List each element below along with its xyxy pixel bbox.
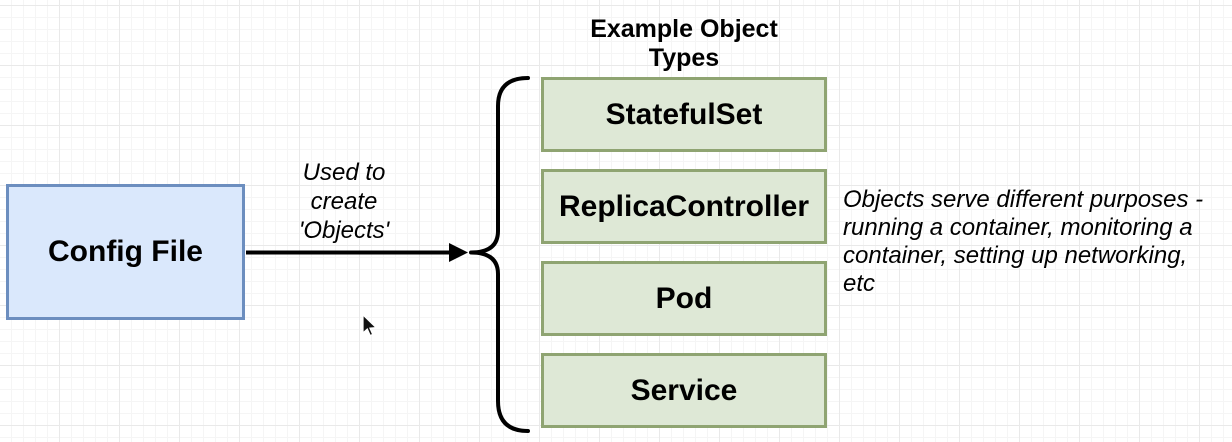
annotation-text: Objects serve different purposes - runni… [843, 186, 1204, 297]
object-type-label: Service [630, 373, 738, 407]
object-type-node-service[interactable]: Service [541, 353, 827, 428]
config-file-label: Config File [48, 235, 203, 268]
arrow-connector [246, 243, 468, 262]
arrow-head-icon [449, 243, 468, 262]
config-file-node[interactable]: Config File [6, 184, 245, 320]
mouse-cursor-icon [362, 313, 378, 337]
object-type-node-pod[interactable]: Pod [541, 261, 827, 336]
object-types-title: Example Object Types [590, 15, 778, 72]
curly-brace-icon [469, 76, 530, 433]
object-type-node-replicacontroller[interactable]: ReplicaController [541, 169, 827, 244]
object-type-label: Pod [655, 281, 713, 315]
object-type-node-statefulset[interactable]: StatefulSet [541, 77, 827, 152]
object-type-label: ReplicaController [558, 189, 810, 223]
object-type-label: StatefulSet [605, 97, 763, 131]
arrow-label: Used to create 'Objects' [298, 159, 390, 244]
